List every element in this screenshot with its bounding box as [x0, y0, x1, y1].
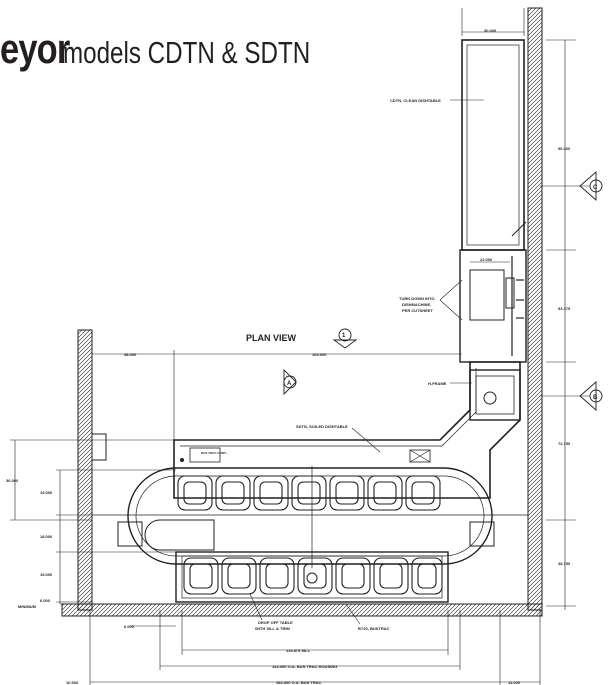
dim-30: 30.000 — [484, 28, 497, 33]
dim-11: 11.000 — [508, 680, 521, 685]
bustrac-control-label: BUS TRAC CONT... — [201, 451, 228, 455]
dim-48: 48.750 — [558, 561, 571, 566]
svg-text:C: C — [593, 185, 598, 191]
title-light: models CDTN & SDTN — [62, 35, 310, 70]
plan-view-label: PLAN VIEW — [246, 333, 297, 343]
dim-144: 144.000 O.A. BUS TRAC HOUSING — [272, 664, 337, 669]
bus-tubs-bottom — [183, 557, 443, 595]
dim-165: 165.000 — [312, 352, 327, 357]
bustrac-control-box — [189, 447, 221, 463]
section-marker-plan: 1 — [332, 328, 358, 349]
dim-22: 22.000 — [480, 257, 493, 262]
dim-19b: 19.000 — [40, 572, 53, 577]
dim-10: 10.500 — [66, 680, 79, 685]
minimum-label: MINIMUM — [18, 604, 37, 609]
section-marker-a: A — [283, 368, 297, 396]
section-marker-c: C — [579, 171, 603, 201]
svg-text:B: B — [593, 395, 598, 401]
h-frame-label: H-FRAME — [428, 381, 447, 386]
wall-box — [91, 433, 107, 461]
soiled-dishtable — [173, 361, 521, 499]
drop-off-table — [175, 551, 449, 603]
wall-right — [527, 7, 543, 611]
page-title: eyormodels CDTN & SDTN — [0, 28, 380, 70]
dim-182: 182.000 O.A. BUS TRAC — [276, 680, 322, 685]
turn-down-label-3: PER CUTSHEET — [402, 308, 433, 313]
dim-19a: 19.000 — [40, 490, 53, 495]
bus-tubs-top — [177, 475, 441, 511]
clean-dishtable — [461, 39, 525, 251]
drop-off-label-1: DROP OFF TABLE — [258, 620, 293, 625]
title-bold: eyor — [0, 25, 70, 72]
clean-table-label: CDTN, CLEAN DISHTABLE — [390, 98, 441, 103]
svg-text:1: 1 — [342, 333, 346, 339]
turn-down-label-1: TURN DOWN INTO — [399, 296, 434, 301]
dim-119: 119.875 SILL — [286, 648, 311, 653]
floor-hatch — [61, 603, 543, 617]
bustrac-label: BT20, BUSTRAC — [358, 626, 390, 631]
drop-off-label-2: WITH SILL & TRIM — [255, 626, 290, 631]
bustrac-housing — [127, 467, 493, 565]
dim-6a: 6.000 — [40, 598, 51, 603]
dim-96: 96.400 — [558, 146, 571, 151]
svg-text:A: A — [287, 381, 292, 387]
section-marker-b: B — [579, 381, 603, 411]
dim-6b: 6.000 — [124, 624, 135, 629]
turn-down-label-2: DISHMACHINE, — [402, 302, 431, 307]
dim-18: 18.000 — [40, 534, 53, 539]
dim-38: 38.500 — [124, 352, 137, 357]
dim-36: 36.000 — [6, 478, 19, 483]
soiled-table-label: SDTN, SOILED DISHTABLE — [296, 424, 348, 429]
dim-72: 72.750 — [558, 441, 571, 446]
dim-53: 53.375 — [558, 306, 571, 311]
